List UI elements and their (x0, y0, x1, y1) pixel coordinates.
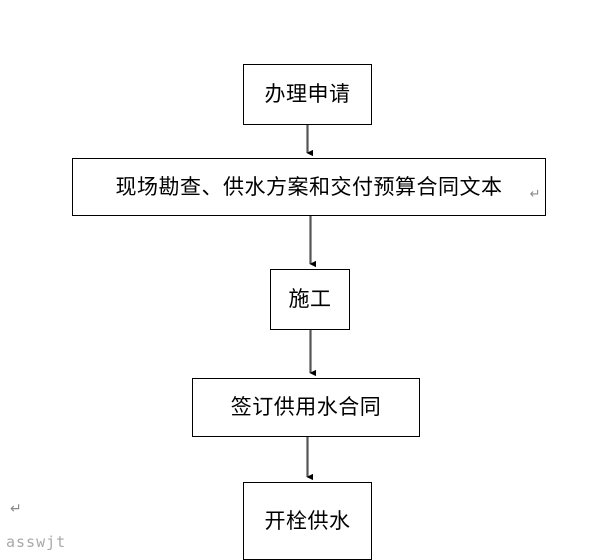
flow-node-sign-water-contract-label: 签订供用水合同 (230, 395, 382, 419)
flow-node-apply[interactable]: 办理申请 (243, 64, 372, 125)
watermark-text: asswjt (6, 533, 67, 551)
flow-node-apply-label: 办理申请 (264, 82, 351, 106)
page-paragraph-return-icon: ↵ (10, 501, 22, 517)
flow-node-survey-plan-contract-label: 现场勘查、供水方案和交付预算合同文本 (115, 174, 503, 199)
flow-node-construction-label: 施工 (288, 287, 332, 311)
flow-node-open-valve-supply-label: 开栓供水 (264, 508, 351, 533)
flow-node-sign-water-contract[interactable]: 签订供用水合同 (192, 378, 420, 437)
flow-node-open-valve-supply[interactable]: 开栓供水 (243, 482, 372, 560)
flow-node-construction[interactable]: 施工 (270, 269, 350, 330)
paragraph-return-icon: ↵ (529, 187, 541, 202)
flow-node-survey-plan-contract[interactable]: 现场勘查、供水方案和交付预算合同文本 ↵ (72, 158, 546, 216)
